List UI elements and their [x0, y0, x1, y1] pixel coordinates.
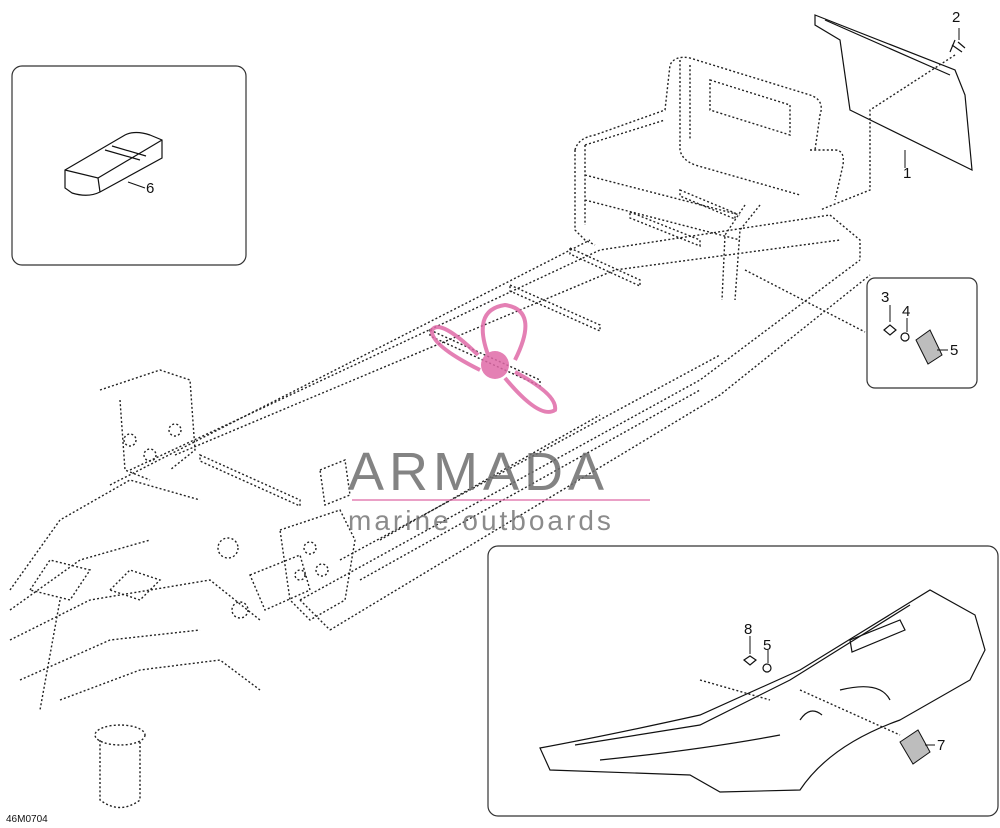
callout-2: 2 [952, 9, 960, 26]
callout-1: 1 [903, 165, 911, 182]
inset-parts-5-7-8: 8 5 7 [487, 545, 999, 817]
inset-part-6: 6 [11, 65, 247, 266]
callout-7: 7 [937, 737, 945, 754]
propeller-logo-icon [429, 302, 558, 414]
watermark-brand: ARMADA [348, 442, 609, 502]
callout-6: 6 [146, 180, 154, 197]
callout-4: 3 [881, 289, 889, 306]
tunnel-frame [109, 188, 871, 631]
diagram-code: 46M0704 [6, 814, 48, 825]
callout-8: 8 [744, 621, 752, 638]
front-chassis [9, 369, 356, 809]
callout-5a: 4 [902, 303, 910, 320]
part-2-rivet: 2 [949, 9, 966, 53]
callout-3: 5 [950, 342, 958, 359]
watermark-tagline: marine outboards [348, 505, 614, 536]
callout-5b: 5 [763, 637, 771, 654]
part-1-mudflap: 1 [814, 14, 973, 211]
armada-watermark: ARMADA marine outboards [348, 302, 650, 536]
rear-rack [574, 56, 845, 301]
inset-parts-3-4-5: 3 4 5 [744, 269, 978, 389]
